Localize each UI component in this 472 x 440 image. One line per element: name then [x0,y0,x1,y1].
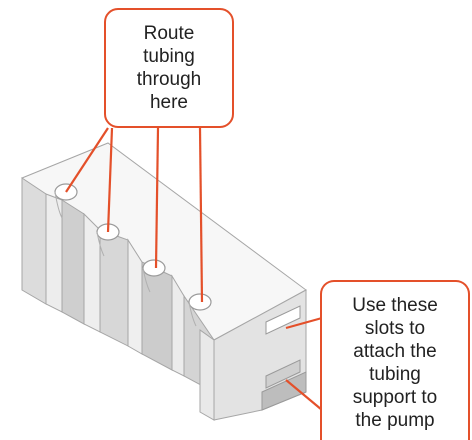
rib-4 [141,261,173,371]
attachment-slot-lower [265,359,301,389]
callout-route-tubing: Route tubing through here [104,8,234,128]
attachment-slots [261,305,307,411]
leader-line-4 [198,127,204,303]
leader-line-3 [154,127,160,269]
tube-hole-3 [142,259,166,277]
callout-attach-slots: Use these slots to attach the tubing sup… [320,280,470,440]
rib-2 [61,199,85,325]
leader-line-2 [106,127,114,233]
tube-hole-4 [188,293,212,311]
leader-line-5 [285,316,323,330]
rib-3 [99,229,129,347]
attachment-notch [261,371,307,411]
attachment-slot-upper [265,305,301,335]
leader-lines [65,127,323,411]
rib-5-front [199,329,215,421]
rib-1 [21,177,47,305]
leader-line-1 [65,127,109,193]
leader-line-6 [285,379,323,411]
